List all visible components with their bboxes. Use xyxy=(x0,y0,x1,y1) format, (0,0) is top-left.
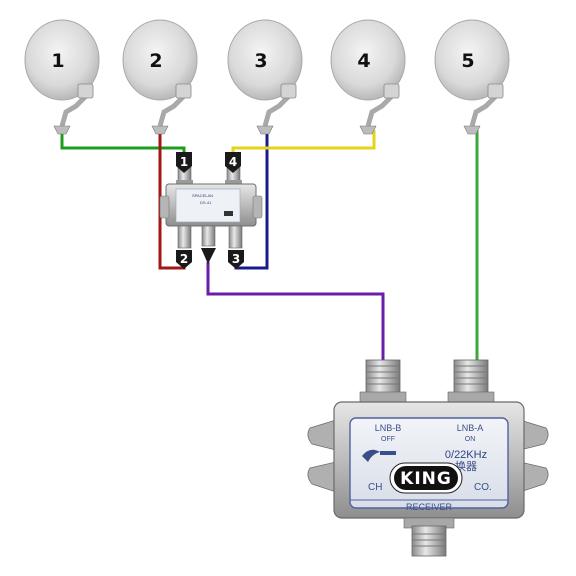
lnb-head xyxy=(280,83,297,99)
tone-ear-bottom-right xyxy=(519,461,549,493)
dish-number-2: 2 xyxy=(149,50,162,72)
switch-label-plate xyxy=(175,188,241,223)
tone-port-a-label: LNB-A xyxy=(457,423,484,433)
switch-brand: SPACELAN xyxy=(192,193,213,198)
dish-arm xyxy=(469,94,498,127)
switch-port-3-connector xyxy=(228,225,243,249)
cables xyxy=(60,130,479,368)
dish-reflector xyxy=(24,19,100,101)
tone-output-label: RECEIVER xyxy=(406,502,453,512)
cable-output xyxy=(206,262,385,368)
dish-arm xyxy=(157,94,186,127)
switch-model: DS-41 xyxy=(200,200,212,205)
tone-frequency: 0/22KHz xyxy=(445,449,487,461)
lnb-head xyxy=(383,83,400,99)
port-marker-4: 4 xyxy=(225,152,241,173)
satellite-dish-4: 4 xyxy=(330,19,406,135)
switch-mount-right xyxy=(252,195,263,219)
switch-mount-left xyxy=(159,195,170,219)
tone-port-b-label: LNB-B xyxy=(375,423,402,433)
port-label-1: 1 xyxy=(180,155,188,169)
tone-switch: LNB-B OFF LNB-A ON 0/22KHz 换器 CH CO. KIN… xyxy=(307,359,549,557)
dish-mount xyxy=(151,125,169,135)
dish-reflector xyxy=(434,19,510,101)
port-marker-3: 3 xyxy=(228,250,244,269)
diseqc-switch: SPACELAN DS-41 1 4 2 3 xyxy=(159,152,263,269)
dish-mount xyxy=(256,125,274,135)
king-badge-text: KING xyxy=(400,469,452,489)
dish-arm xyxy=(59,94,88,127)
tone-left-text: CH xyxy=(368,482,382,493)
tone-ear-top-left xyxy=(307,419,337,451)
brand-logo-icon xyxy=(362,449,396,462)
dish-number-4: 4 xyxy=(357,50,370,72)
port-label-4: 4 xyxy=(229,155,237,169)
lnb-head xyxy=(175,83,192,99)
satellite-dish-2: 2 xyxy=(122,19,198,135)
port-label-2: 2 xyxy=(180,252,188,266)
switch-output-connector xyxy=(201,225,216,247)
king-badge: KING xyxy=(389,462,463,494)
satellite-dish-3: 3 xyxy=(227,19,303,135)
tone-chinese-text: 换器 xyxy=(455,459,477,473)
dish-mount xyxy=(53,125,71,135)
output-arrow-icon xyxy=(201,248,216,264)
cable-dish-4 xyxy=(231,130,376,160)
dish-reflector xyxy=(227,19,303,101)
tone-ear-bottom-left xyxy=(307,461,337,493)
dishes: 1 2 3 4 5 xyxy=(24,19,510,135)
port-marker-2: 2 xyxy=(176,250,192,269)
switch-port-2-connector xyxy=(177,225,192,249)
cable-dish-1 xyxy=(60,130,186,160)
dish-mount xyxy=(463,125,481,135)
dish-number-1: 1 xyxy=(51,50,64,72)
dish-mount xyxy=(359,125,377,135)
tone-port-a-connector xyxy=(447,359,495,405)
port-label-3: 3 xyxy=(232,252,240,266)
dish-reflector xyxy=(330,19,406,101)
tone-right-text: CO. xyxy=(474,482,492,493)
tone-port-b-state: OFF xyxy=(381,436,395,443)
tone-ear-top-right xyxy=(519,419,549,451)
tone-receiver-connector xyxy=(403,517,455,557)
lnb-head xyxy=(487,83,504,99)
dish-arm xyxy=(262,94,291,127)
dish-arm xyxy=(365,94,394,127)
satellite-dish-5: 5 xyxy=(434,19,510,135)
port-marker-1: 1 xyxy=(176,152,192,173)
tone-port-b-connector xyxy=(359,359,407,405)
dish-reflector xyxy=(122,19,198,101)
lnb-head xyxy=(77,83,94,99)
dish-number-5: 5 xyxy=(461,50,474,72)
dish-number-3: 3 xyxy=(254,50,267,72)
satellite-dish-1: 1 xyxy=(24,19,100,135)
tone-port-a-state: ON xyxy=(465,436,476,443)
